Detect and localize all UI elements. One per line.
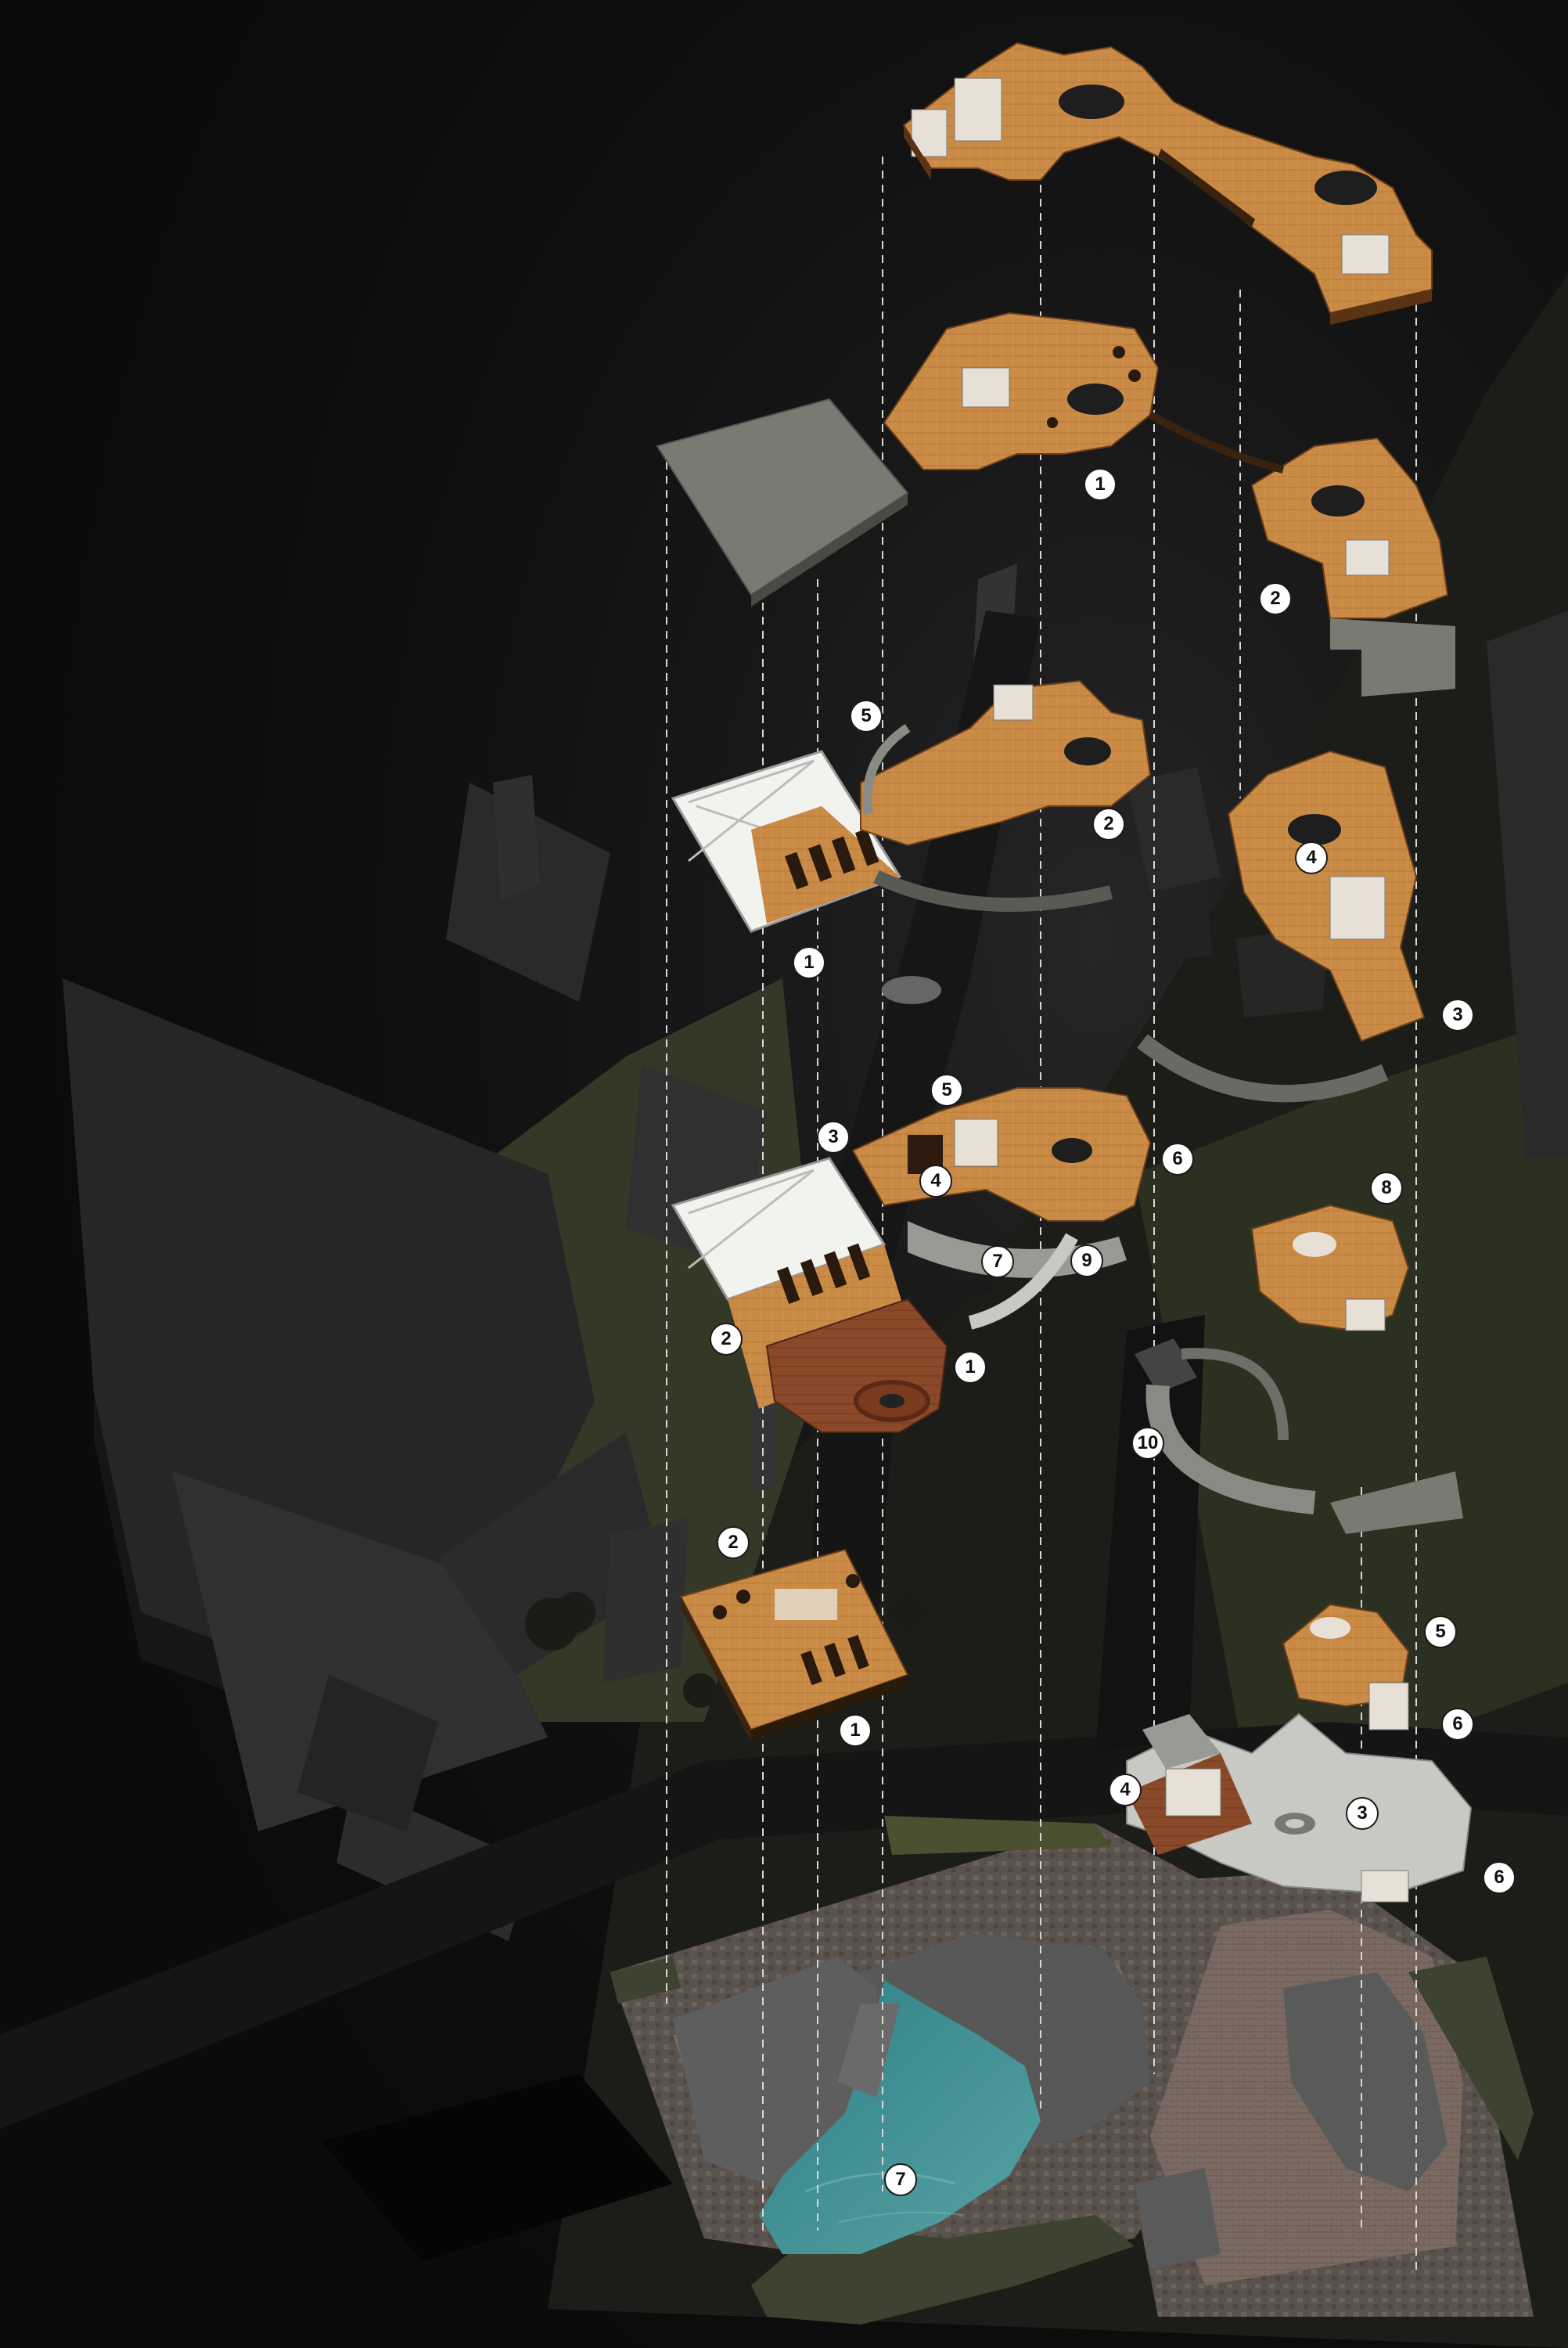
- context-block-black: [321, 2074, 673, 2262]
- marker-ground-5: 5: [1424, 1615, 1457, 1648]
- marker-level2-9: 9: [1070, 1244, 1103, 1277]
- marker-level2-7: 7: [981, 1245, 1014, 1278]
- level-4: [656, 312, 1455, 697]
- level-2: [671, 1087, 1463, 1534]
- marker-ground-6a: 6: [1441, 1708, 1474, 1741]
- marker-level3-4: 4: [1295, 841, 1328, 874]
- marker-level2-1: 1: [954, 1351, 987, 1384]
- marker-site-7: 7: [884, 2163, 917, 2196]
- level-3: [671, 679, 1426, 1103]
- marker-ground-6b: 6: [1483, 1861, 1516, 1894]
- marker-level1-1: 1: [839, 1714, 872, 1747]
- context-buildings: [63, 564, 1568, 1941]
- marker-level2-4: 4: [919, 1165, 952, 1197]
- level-1: [679, 1548, 1473, 1903]
- marker-level2-6: 6: [1161, 1143, 1194, 1176]
- marker-level4-2: 2: [1259, 582, 1292, 615]
- marker-level2-10: 10: [1131, 1427, 1164, 1460]
- marker-level3-5: 5: [850, 700, 883, 733]
- marker-level3-2: 2: [1092, 808, 1125, 841]
- marker-level2-8: 8: [1370, 1172, 1403, 1205]
- marker-level3-1: 1: [793, 946, 825, 979]
- lawn-area-right: [1135, 1017, 1568, 1800]
- marker-ground-4: 4: [1109, 1774, 1142, 1806]
- marker-level4-1: 1: [1084, 468, 1117, 501]
- trees: [525, 1592, 928, 1708]
- marker-ground-3: 3: [1346, 1797, 1379, 1830]
- roof-level: [902, 41, 1433, 325]
- marker-level2-2: 2: [710, 1323, 743, 1356]
- marker-level1-2: 2: [717, 1526, 750, 1559]
- marker-level2-5: 5: [930, 1074, 963, 1107]
- marker-level3-3: 3: [1441, 999, 1474, 1032]
- marker-level2-3: 3: [817, 1121, 850, 1154]
